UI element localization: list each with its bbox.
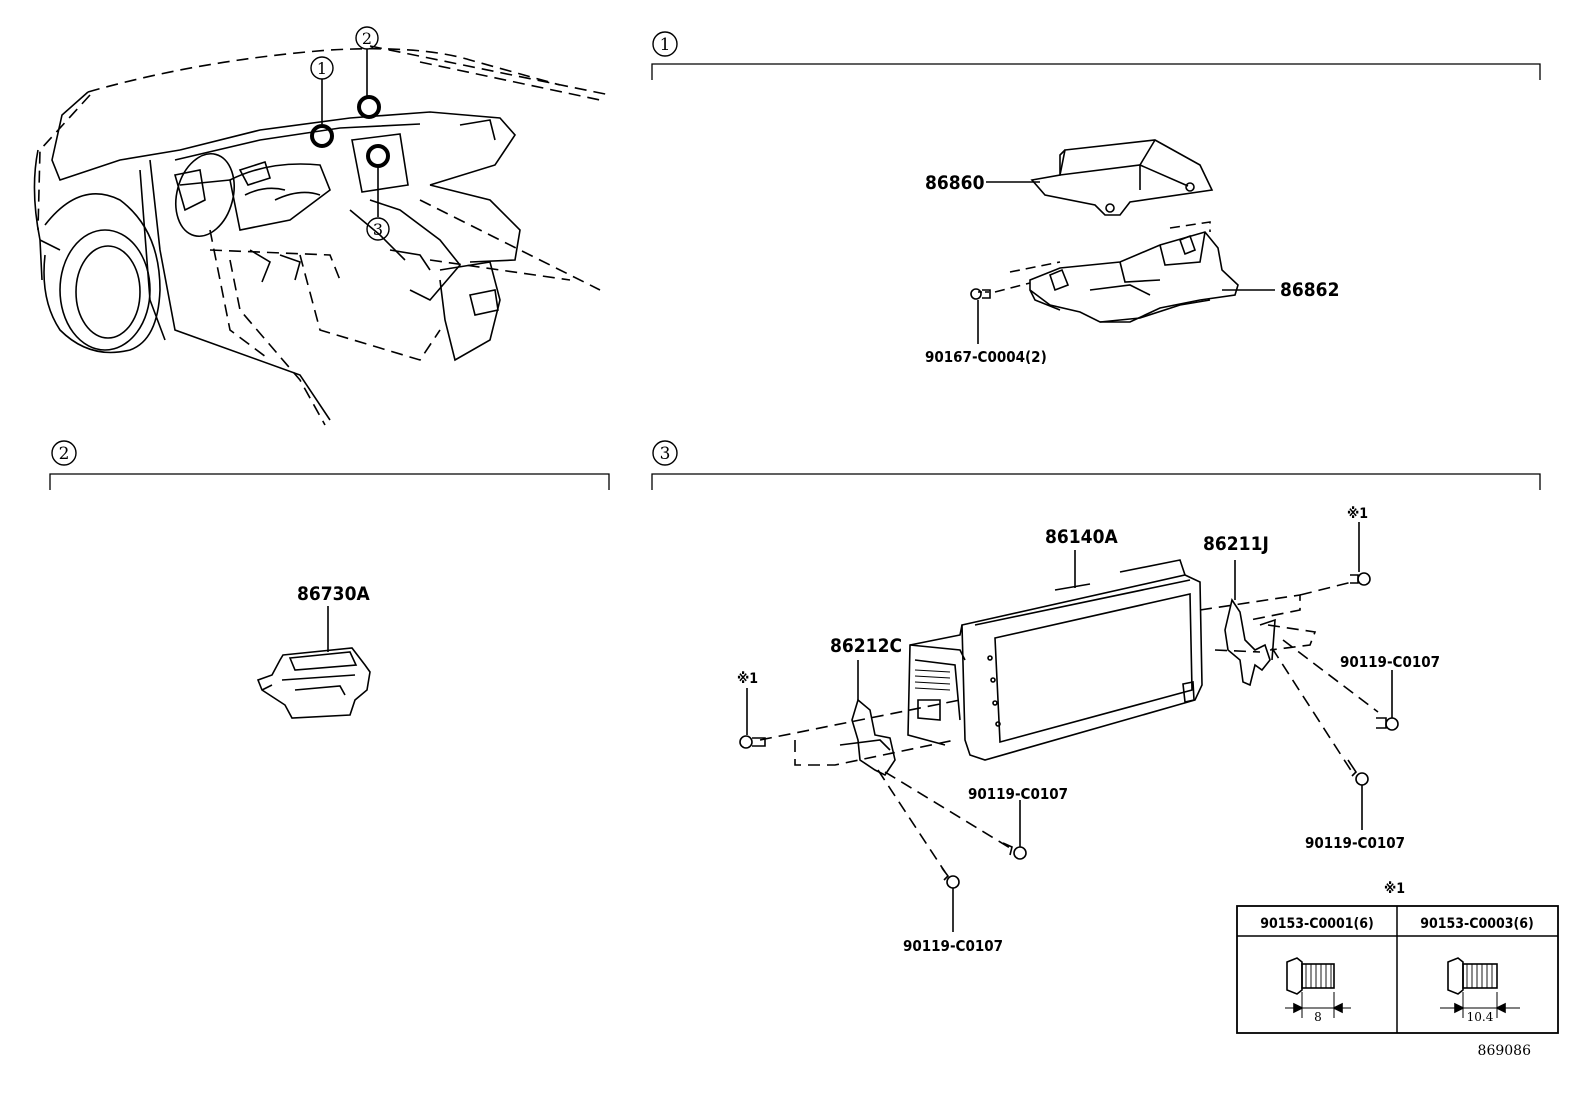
part-label-90119-c0107-a: 90119-C0107 — [1340, 653, 1440, 671]
overview-callout-1: 1 — [317, 59, 327, 78]
ref-mark-left: ※1 — [737, 671, 758, 687]
fastener-table — [1236, 905, 1559, 1034]
ref-mark-right: ※1 — [1347, 506, 1368, 522]
section-2-marker: 2 — [59, 444, 70, 464]
part-label-86860: 86860 — [925, 172, 985, 194]
section-2-bracket — [49, 440, 610, 490]
airbag-sensor-assembly — [986, 139, 1214, 216]
overview-callouts — [310, 26, 390, 241]
table-col2-dim: 10.4 — [1467, 1010, 1494, 1024]
overview-callout-2: 2 — [362, 29, 372, 48]
section-1-marker: 1 — [660, 35, 671, 55]
assembly-guide-lines — [759, 581, 1379, 873]
housing-vents — [914, 669, 951, 691]
part-label-90119-c0107-b: 90119-C0107 — [1305, 834, 1405, 852]
part-label-86140a: 86140A — [1045, 526, 1118, 548]
table-col2-part: 90153-C0003(6) — [1420, 916, 1534, 932]
overview-callout-3: 3 — [373, 220, 383, 239]
airbag-bracket-assembly — [970, 221, 1275, 344]
section-3-marker: 3 — [660, 444, 671, 464]
diagram-id: 869086 — [1478, 1043, 1532, 1059]
part-label-90119-c0107-c: 90119-C0107 — [968, 785, 1068, 803]
part-label-86212c: 86212C — [830, 635, 902, 657]
table-col1-dim: 8 — [1314, 1010, 1322, 1024]
part-label-90119-c0107-d: 90119-C0107 — [903, 937, 1003, 955]
part-label-86211j: 86211J — [1203, 533, 1269, 555]
overview-callout-labels: 1 2 3 — [317, 29, 383, 239]
bracket-86212c — [839, 660, 896, 777]
switch-86730a — [256, 606, 371, 719]
section-3-bracket — [651, 440, 1541, 490]
part-label-86730a: 86730A — [297, 583, 370, 605]
part-label-90167-c0004: 90167-C0004(2) — [925, 348, 1047, 366]
section-1-bracket — [651, 31, 1541, 80]
bracket-86211j — [1224, 560, 1276, 687]
table-col1-part: 90153-C0001(6) — [1260, 916, 1374, 932]
display-unit-86140a — [907, 550, 1203, 761]
bolts-section-3 — [739, 522, 1399, 932]
part-label-86862: 86862 — [1280, 279, 1339, 301]
table-title: ※1 — [1384, 881, 1405, 897]
vehicle-overview-illustration — [33, 45, 611, 426]
